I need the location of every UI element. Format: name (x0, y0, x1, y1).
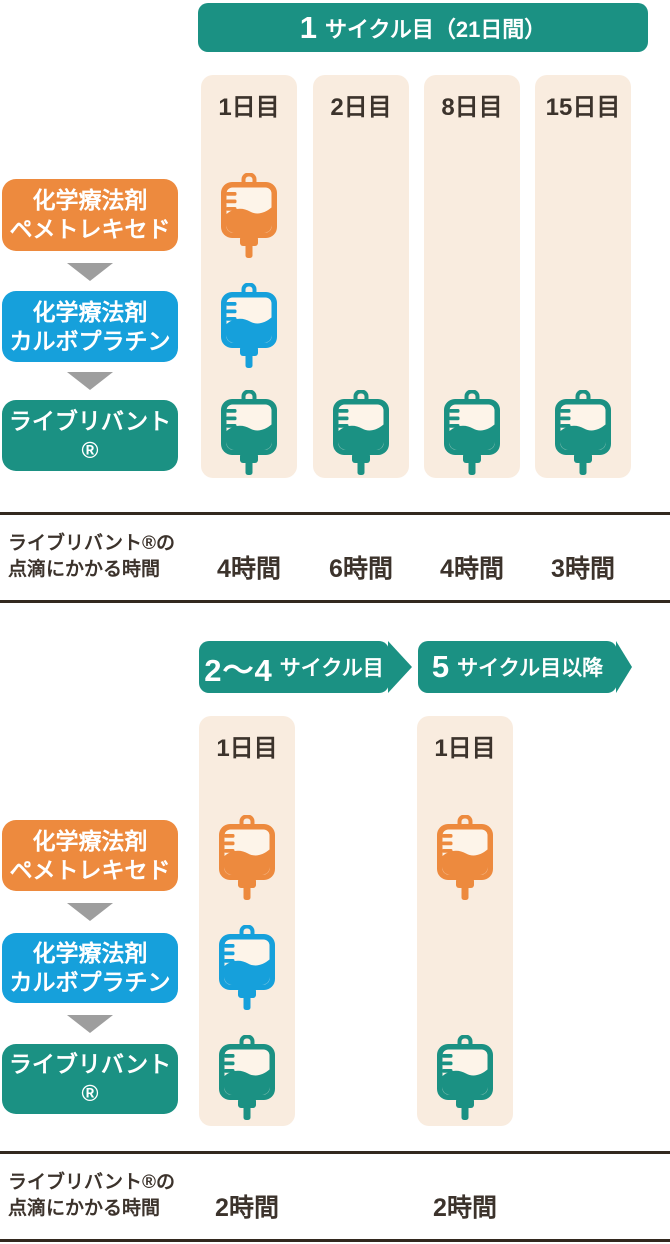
day-column-cycle2-4: 1日目 (199, 716, 295, 1126)
day-column-cycle5plus: 1日目 (417, 716, 513, 1126)
iv-bag-icon-rybrevant (331, 390, 391, 475)
day-label: 8日目 (441, 94, 503, 121)
infusion-time-label-line2: 点滴にかかる時間 (8, 559, 161, 580)
drug-label-carboplatin: 化学療法剤 カルボプラチン (2, 291, 178, 362)
iv-bag-icon-rybrevant (435, 1035, 495, 1120)
divider-line (0, 512, 670, 515)
day-column-2: 2日目 (313, 75, 409, 478)
cycle2-4-header: 2〜4 サイクル目 (199, 641, 412, 693)
drug-label-line: 化学療法剤 (32, 298, 148, 325)
infusion-time-label-line2: 点滴にかかる時間 (8, 1198, 161, 1219)
divider-line (0, 600, 670, 603)
cycle5plus-label: サイクル目以降 (457, 657, 604, 680)
cycle5plus-number: 5 (431, 649, 451, 684)
infusion-time-label-line1: ライブリバント®の (8, 1172, 175, 1193)
iv-bag-icon-pemetrexed (217, 815, 277, 900)
drug-label-pemetrexed: 化学療法剤 ペメトレキセド (2, 179, 178, 251)
cycle2-4-number: 2〜4 (204, 652, 273, 688)
drug-label-line: 化学療法剤 (32, 187, 148, 213)
day-label: 1日目 (216, 735, 278, 762)
iv-bag-icon-rybrevant (442, 390, 502, 475)
drug-label-line: カルボプラチン (9, 969, 171, 995)
infusion-time-value: 4時間 (440, 555, 504, 583)
drug-label-pemetrexed: 化学療法剤 ペメトレキセド (2, 820, 178, 891)
arrow-down-icon (67, 372, 113, 390)
iv-bag-icon-rybrevant (553, 390, 613, 475)
drug-label-line: 化学療法剤 (32, 940, 148, 966)
infusion-time-label-line1: ライブリバント®の (8, 533, 175, 554)
day-column-1: 1日目 (201, 75, 297, 478)
iv-bag-icon-pemetrexed (435, 815, 495, 900)
iv-bag-icon-rybrevant (219, 390, 279, 475)
day-label: 15日目 (545, 94, 621, 121)
arrow-down-icon (67, 263, 113, 281)
arrow-down-icon (67, 903, 113, 921)
drug-label-rybrevant: ライブリバント® (2, 1044, 178, 1114)
cycle1-header: 1 サイクル目（21日間） (198, 3, 648, 52)
divider-line (0, 1239, 670, 1242)
cycle2-4-label: サイクル目 (279, 657, 384, 680)
day-label: 1日目 (434, 735, 496, 762)
infusion-time-value: 2時間 (433, 1194, 497, 1222)
drug-label-line: ライブリバント® (8, 1051, 172, 1106)
drug-label-rybrevant: ライブリバント® (2, 400, 178, 471)
iv-bag-icon-rybrevant (217, 1035, 277, 1120)
infusion-time-label: ライブリバント®の 点滴にかかる時間 (8, 1170, 175, 1222)
infusion-time-value: 3時間 (551, 555, 615, 583)
cycle5plus-header: 5 サイクル目以降 (418, 641, 632, 693)
drug-label-line: ペメトレキセド (9, 216, 171, 242)
drug-label-carboplatin: 化学療法剤 カルボプラチン (2, 933, 178, 1003)
drug-label-line: カルボプラチン (9, 327, 171, 354)
iv-bag-icon-pemetrexed (219, 173, 279, 258)
infusion-time-value: 4時間 (217, 555, 281, 583)
day-column-3: 8日目 (424, 75, 520, 478)
divider-line (0, 1151, 670, 1154)
day-label: 2日目 (330, 94, 392, 121)
iv-bag-icon-carboplatin (219, 283, 279, 368)
cycle1-number: 1 (299, 9, 318, 45)
drug-label-line: 化学療法剤 (32, 827, 148, 854)
infusion-time-label: ライブリバント®の 点滴にかかる時間 (8, 531, 175, 583)
day-label: 1日目 (218, 94, 280, 121)
infusion-time-value: 6時間 (329, 555, 393, 583)
drug-label-line: ペメトレキセド (9, 856, 171, 883)
infusion-time-value: 2時間 (215, 1194, 279, 1222)
iv-bag-icon-carboplatin (217, 925, 277, 1010)
drug-label-line: ライブリバント® (8, 407, 172, 463)
arrow-down-icon (67, 1015, 113, 1033)
day-column-4: 15日目 (535, 75, 631, 478)
cycle1-label: サイクル目（21日間） (324, 16, 547, 42)
